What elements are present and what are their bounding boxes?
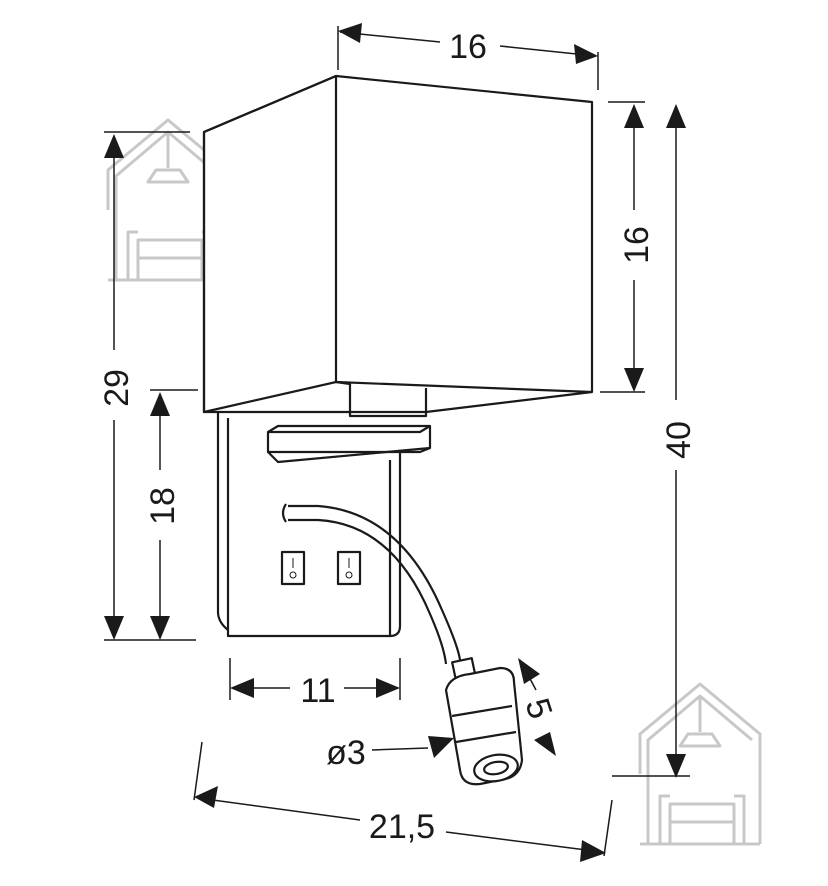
dimension-shade-height: 16 [600, 101, 656, 393]
spotlight-head [444, 666, 524, 786]
label-shade-width: 16 [449, 28, 487, 66]
label-backplate-width: 11 [300, 672, 335, 710]
label-shade-height: 16 [618, 226, 656, 264]
dimension-total-depth: 21,5 [193, 741, 613, 862]
dimension-wall-height: 29 [98, 131, 196, 641]
house-lamp-watermark-icon [638, 682, 762, 846]
label-spot-diameter: ø3 [326, 734, 366, 772]
flexible-arm [281, 503, 477, 683]
label-total-depth: 21,5 [369, 808, 435, 846]
lampshade [202, 74, 594, 414]
label-spot-length: 5 [517, 694, 559, 724]
dimension-total-height: 40 [612, 104, 698, 778]
dimension-spot-length: 5 [517, 658, 559, 756]
label-total-height: 40 [660, 421, 698, 459]
label-wall-height: 29 [98, 369, 136, 407]
backplate [216, 412, 402, 638]
dimension-shade-width: 16 [337, 23, 599, 90]
switch-right [336, 550, 362, 586]
dimension-spot-diameter: ø3 [326, 734, 454, 772]
label-backplate-height: 18 [144, 487, 182, 525]
switch-left [280, 550, 306, 586]
dimension-backplate-width: 11 [229, 658, 401, 710]
lamp-arm [266, 424, 432, 454]
lamp-drawing [202, 74, 594, 786]
dimension-backplate-height: 18 [144, 389, 198, 640]
